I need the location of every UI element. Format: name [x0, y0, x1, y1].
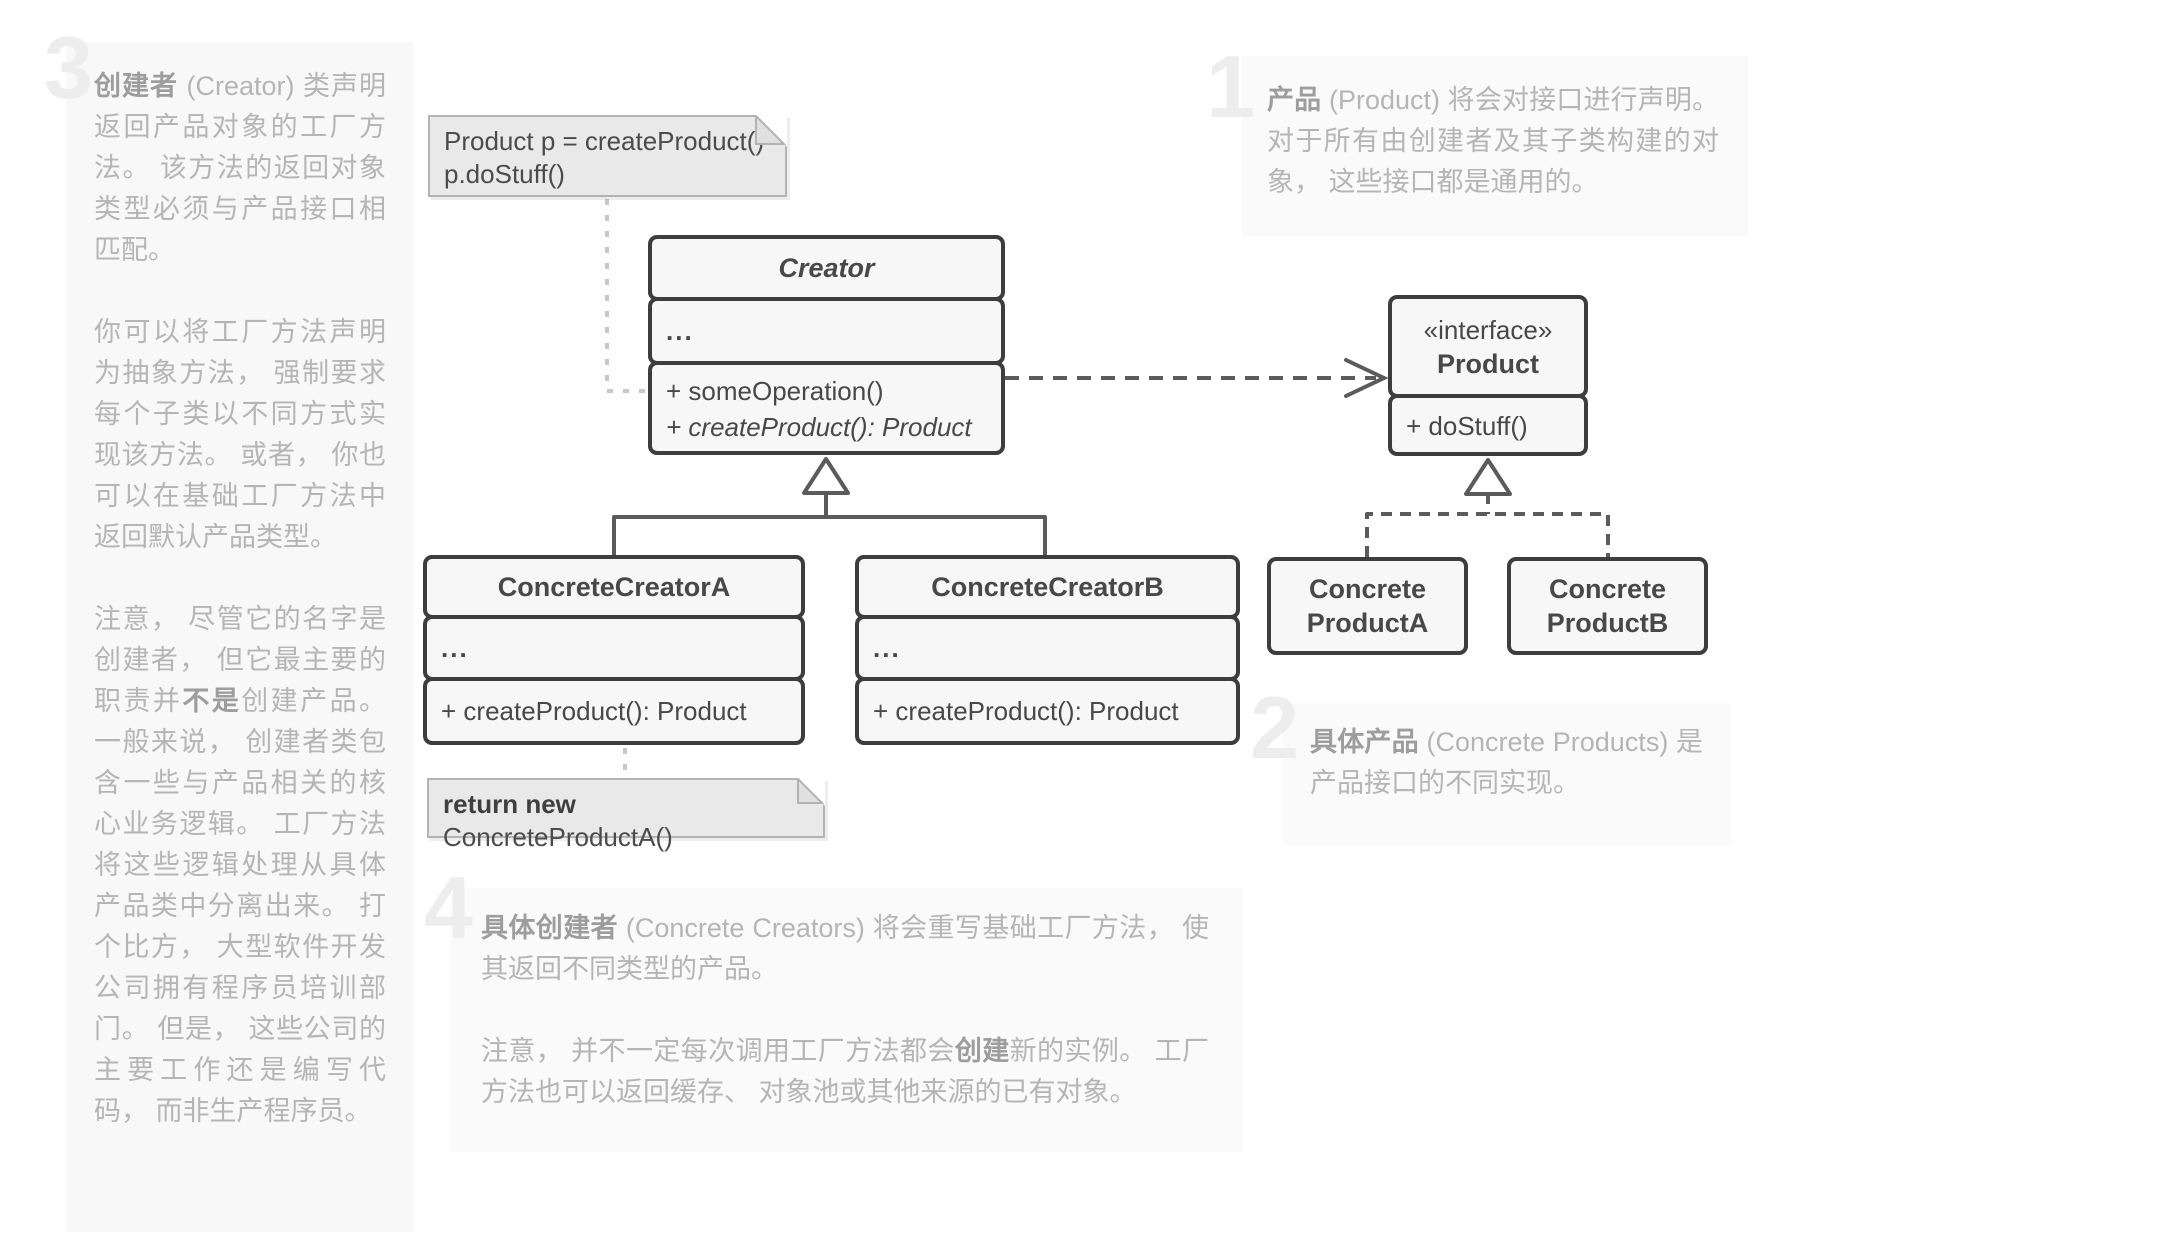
- hollow-triangle-icon: [802, 457, 850, 495]
- class-title: Concrete ProductA: [1267, 557, 1468, 655]
- interface-title: Product: [1436, 348, 1539, 379]
- interface-methods: + doStuff(): [1388, 394, 1588, 456]
- paragraph: 注意， 尽管它的名字是创建者， 但它最主要的职责并不是创建产品。 一般来说， 创…: [94, 599, 386, 1132]
- annotation-concrete-products-text: 具体产品 (Concrete Products) 是产品接口的不同实现。: [1310, 722, 1703, 804]
- class-creator: Creator ... + someOperation() + createPr…: [648, 235, 1005, 455]
- folded-corner-icon: [797, 778, 825, 806]
- method-abstract: + createProduct(): Product: [666, 412, 972, 442]
- note-line: return new ConcreteProductA(): [443, 788, 809, 854]
- realization-products: [1365, 458, 1610, 557]
- paragraph: 创建者 (Creator) 类声明返回产品对象的工厂方法。 该方法的返回对象类型…: [94, 66, 386, 271]
- bold-term: 具体产品: [1310, 727, 1419, 757]
- method: + createProduct(): Product: [873, 696, 1179, 726]
- annotation-number-1: 1: [1206, 37, 1255, 136]
- class-title: Concrete ProductB: [1507, 557, 1708, 655]
- class-attributes: ...: [423, 615, 805, 681]
- annotation-block-creator: [66, 42, 414, 1232]
- annotation-block-concrete-products: [1283, 703, 1731, 845]
- annotation-number-2: 2: [1250, 678, 1299, 777]
- paragraph: 你可以将工厂方法声明为抽象方法， 强制要求每个子类以不同方式实现该方法。 或者，…: [94, 317, 386, 552]
- annotation-product-text: 产品 (Product) 将会对接口进行声明。 对于所有由创建者及其子类构建的对…: [1267, 80, 1719, 203]
- note-return-new: return new ConcreteProductA(): [427, 778, 825, 852]
- bold-term: 创建者: [94, 71, 178, 101]
- class-concrete-creator-b: ConcreteCreatorB ... + createProduct(): …: [855, 555, 1240, 745]
- bold-term: return new: [443, 789, 576, 819]
- generalization-creators: [612, 457, 1047, 555]
- folded-corner-icon: [755, 115, 787, 147]
- note-line: Product p = createProduct(): [444, 126, 765, 156]
- paragraph: 产品 (Product) 将会对接口进行声明。 对于所有由创建者及其子类构建的对…: [1267, 80, 1719, 203]
- text-run: (Concrete Products) 是产品接口的不同实现。: [1310, 727, 1704, 798]
- class-concrete-product-a: Concrete ProductA: [1267, 557, 1468, 655]
- annotation-number-4: 4: [424, 858, 473, 957]
- method: + someOperation(): [666, 376, 884, 406]
- interface-header: «interface» Product: [1388, 295, 1588, 398]
- class-concrete-product-b: Concrete ProductB: [1507, 557, 1708, 655]
- text-run: 创建产品。 一般来说， 创建者类包含一些与产品相关的核心业务逻辑。 工厂方法将这…: [94, 686, 387, 1126]
- class-concrete-creator-a: ConcreteCreatorA ... + createProduct(): …: [423, 555, 805, 745]
- paragraph: 注意， 并不一定每次调用工厂方法都会创建新的实例。 工厂方法也可以返回缓存、 对…: [481, 1031, 1209, 1113]
- class-title: ConcreteCreatorA: [423, 555, 805, 619]
- annotation-block-concrete-creators: [451, 888, 1243, 1152]
- text-run: 注意， 尽管它的名字是创建者， 但它最主要的职责并: [94, 604, 386, 716]
- class-methods: + createProduct(): Product: [855, 677, 1240, 745]
- text-run: 新的实例。 工厂方法也可以返回缓存、 对象池或其他来源的已有对象。: [481, 1036, 1209, 1107]
- dependency-arrow-creator-to-product: [1005, 358, 1389, 398]
- title-line: Concrete: [1308, 574, 1427, 604]
- text-run: (Creator) 类声明返回产品对象的工厂方法。 该方法的返回对象类型必须与产…: [94, 71, 386, 265]
- annotation-concrete-creators-text: 具体创建者 (Concrete Creators) 将会重写基础工厂方法， 使其…: [481, 908, 1209, 1113]
- bold-term: 不是: [182, 686, 242, 716]
- class-methods: + createProduct(): Product: [423, 677, 805, 745]
- bold-term: 具体创建者: [481, 913, 618, 943]
- class-title: Creator: [648, 235, 1005, 301]
- class-attributes: ...: [648, 297, 1005, 365]
- interface-product: «interface» Product + doStuff(): [1388, 295, 1588, 456]
- hollow-triangle-icon: [1464, 458, 1512, 496]
- class-methods: + someOperation() + createProduct(): Pro…: [648, 361, 1005, 455]
- text-run: (Product) 将会对接口进行声明。 对于所有由创建者及其子类构建的对象， …: [1267, 85, 1719, 197]
- paragraph: 具体创建者 (Concrete Creators) 将会重写基础工厂方法， 使其…: [481, 908, 1209, 990]
- text-run: (Concrete Creators) 将会重写基础工厂方法， 使其返回不同类型…: [481, 913, 1209, 984]
- paragraph: 具体产品 (Concrete Products) 是产品接口的不同实现。: [1310, 722, 1703, 804]
- note-line: p.doStuff(): [444, 159, 565, 189]
- class-title: ConcreteCreatorB: [855, 555, 1240, 619]
- connector-call-note-to-creator: [605, 199, 646, 393]
- annotation-creator-text: 创建者 (Creator) 类声明返回产品对象的工厂方法。 该方法的返回对象类型…: [94, 66, 386, 1132]
- text-run: 注意， 并不一定每次调用工厂方法都会: [481, 1036, 955, 1066]
- title-line: ProductA: [1306, 608, 1429, 638]
- text-run: ConcreteProductA(): [443, 822, 673, 852]
- open-arrowhead-icon: [1344, 358, 1389, 398]
- bold-term: 创建: [954, 1036, 1010, 1066]
- method: + doStuff(): [1406, 411, 1528, 441]
- note-client-code: Product p = createProduct() p.doStuff(): [428, 115, 787, 197]
- annotation-block-product: [1241, 56, 1748, 236]
- bold-term: 产品: [1267, 85, 1322, 115]
- title-line: ProductB: [1546, 608, 1669, 638]
- title-line: Concrete: [1548, 574, 1667, 604]
- method: + createProduct(): Product: [441, 696, 747, 726]
- class-attributes: ...: [855, 615, 1240, 681]
- stereotype: «interface»: [1423, 314, 1553, 345]
- annotation-number-3: 3: [44, 18, 93, 117]
